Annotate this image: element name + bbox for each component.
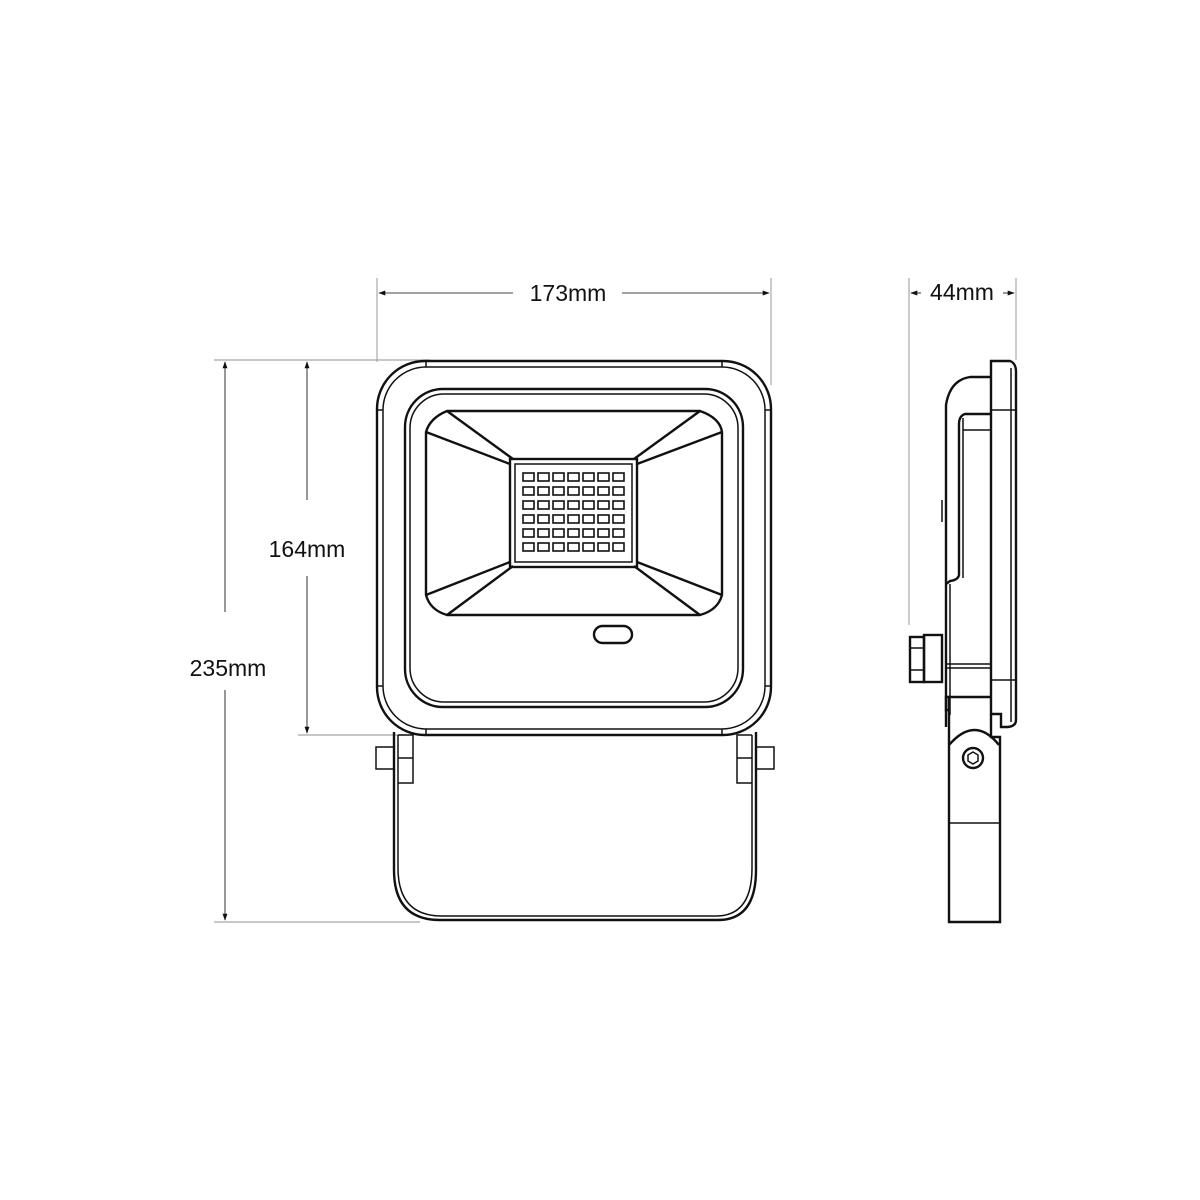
led-chip	[582, 528, 595, 538]
led-chip	[612, 528, 625, 538]
cable-gland-icon	[908, 633, 944, 684]
head-height-label: 164mm	[269, 536, 346, 562]
led-chip	[582, 542, 595, 552]
led-chip	[612, 500, 625, 510]
front-bracket	[375, 732, 775, 922]
led-chip	[597, 528, 610, 538]
led-grid	[522, 472, 625, 552]
led-chip	[567, 528, 580, 538]
led-chip	[552, 542, 565, 552]
led-chip	[567, 514, 580, 524]
led-chip	[567, 500, 580, 510]
led-chip	[582, 500, 595, 510]
led-chip	[537, 500, 550, 510]
led-chip	[522, 486, 535, 496]
hex-bolt-icon	[961, 746, 985, 770]
led-chip	[567, 472, 580, 482]
front-view	[375, 359, 775, 922]
led-chip	[537, 542, 550, 552]
led-chip	[612, 542, 625, 552]
led-chip	[537, 486, 550, 496]
led-chip	[522, 514, 535, 524]
side-view	[908, 359, 1018, 924]
led-chip	[597, 500, 610, 510]
side-rear-body	[941, 375, 991, 727]
oval-sensor-icon	[592, 624, 634, 645]
led-chip	[537, 514, 550, 524]
led-chip	[552, 514, 565, 524]
led-chip	[552, 500, 565, 510]
led-chip	[522, 528, 535, 538]
head-height-dimension: 164mm	[214, 359, 430, 736]
led-chip	[612, 514, 625, 524]
led-chip	[567, 542, 580, 552]
depth-label: 44mm	[930, 279, 994, 305]
led-chip	[537, 528, 550, 538]
led-chip	[552, 472, 565, 482]
led-chip	[597, 542, 610, 552]
led-chip	[522, 472, 535, 482]
led-board	[508, 457, 639, 569]
led-chip	[582, 472, 595, 482]
housing-inner-frame	[403, 387, 745, 709]
led-chip	[522, 500, 535, 510]
side-front-plate	[989, 359, 1018, 729]
width-dimension: 173mm	[376, 278, 772, 385]
side-mounting-bracket	[944, 695, 1002, 924]
led-chip	[612, 486, 625, 496]
total-height-label: 235mm	[190, 655, 267, 681]
led-chip	[567, 486, 580, 496]
depth-dimension: 44mm	[908, 278, 1017, 625]
width-label: 173mm	[530, 280, 607, 306]
led-chip	[522, 542, 535, 552]
led-chip	[552, 486, 565, 496]
led-chip	[597, 514, 610, 524]
led-chip	[582, 514, 595, 524]
led-chip	[597, 486, 610, 496]
total-height-dimension: 235mm	[190, 361, 420, 923]
led-chip	[537, 472, 550, 482]
led-chip	[597, 472, 610, 482]
led-chip	[612, 472, 625, 482]
led-chip	[582, 486, 595, 496]
led-chip	[552, 528, 565, 538]
housing-outer	[375, 359, 773, 737]
reflector	[424, 409, 724, 617]
